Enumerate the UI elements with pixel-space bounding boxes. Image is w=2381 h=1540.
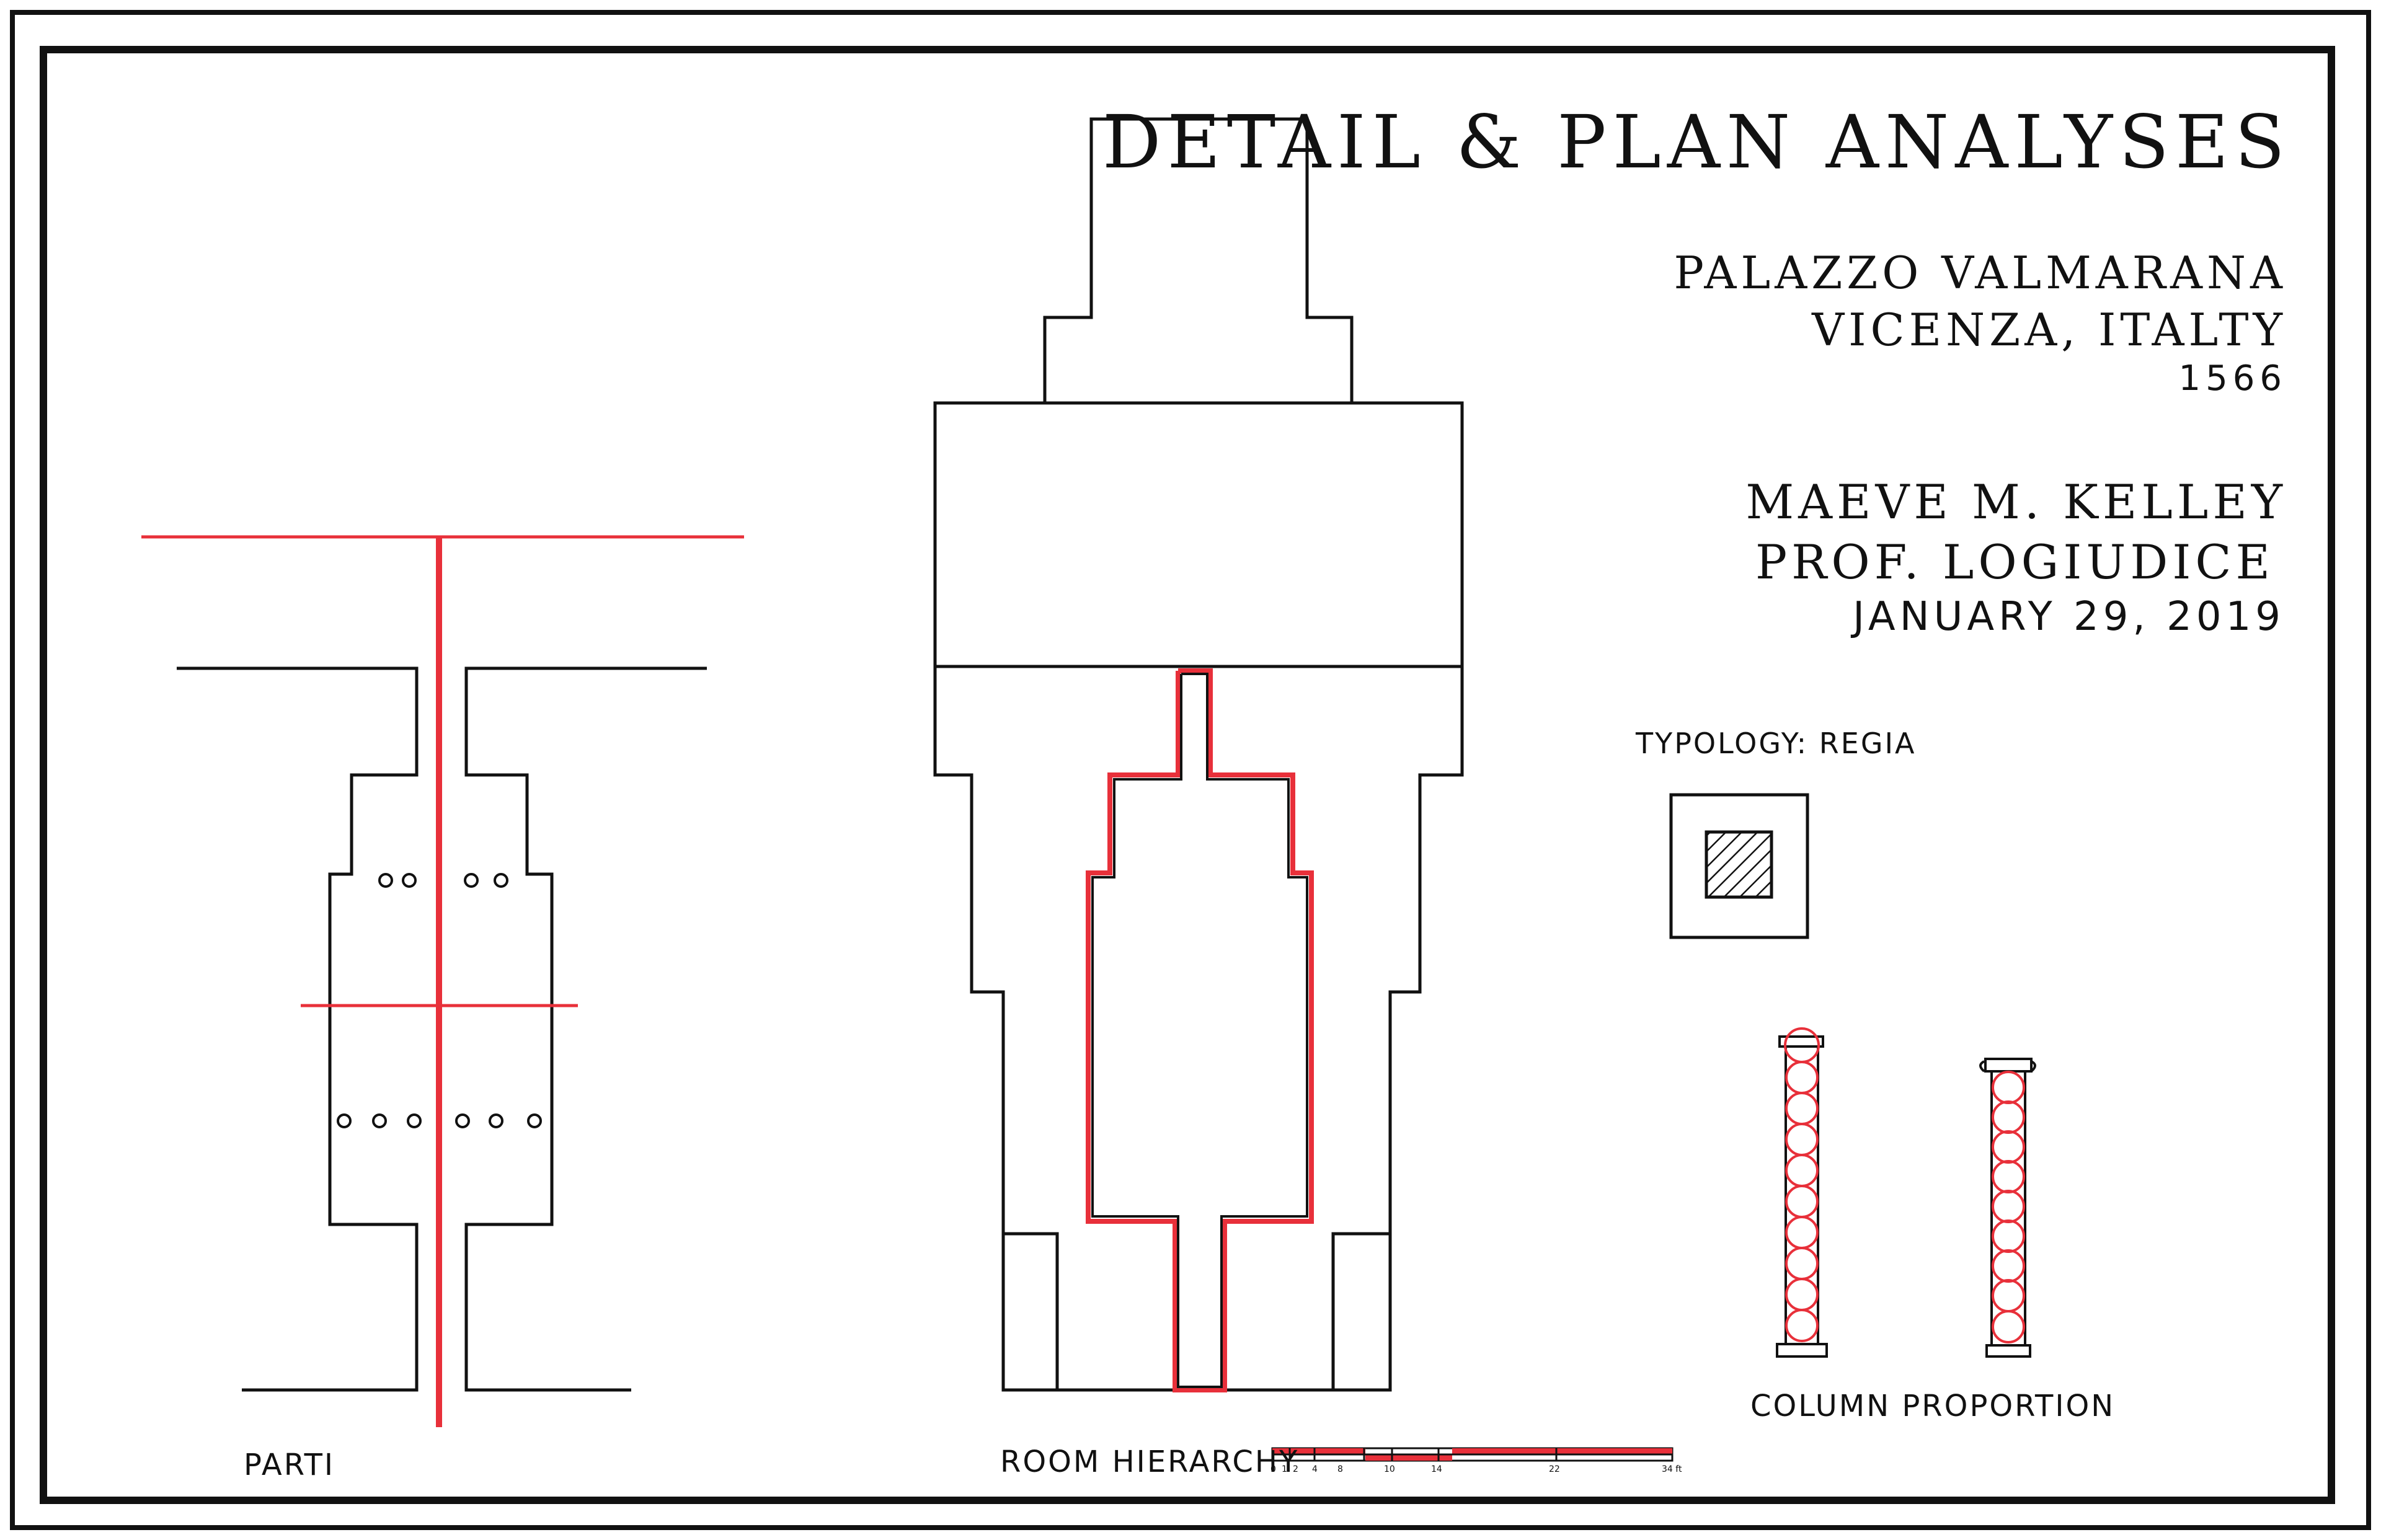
parti-diagram [177, 666, 707, 1392]
scale-tick-label: 22 [1549, 1464, 1560, 1474]
professor-name: PROF. LOGIUDICE [1755, 534, 2274, 590]
inner-border [40, 46, 2335, 1504]
main-hall-inner [1091, 673, 1308, 1388]
scale-tick-label: 34 ft [1662, 1464, 1682, 1474]
room-hierarchy-plan [933, 117, 1464, 1392]
building-name: PALAZZO VALMARANA [1674, 247, 2287, 299]
building-year: 1566 [2178, 358, 2287, 399]
building-location: VICENZA, ITALTY [1812, 304, 2287, 356]
parti-label: PARTI [244, 1448, 335, 1482]
typology-label: TYPOLOGY: REGIA [1636, 727, 1917, 760]
scale-tick-label: 14 [1431, 1464, 1442, 1474]
outer-border [10, 10, 2371, 1530]
room-hierarchy-label: ROOM HIERARCHY [1000, 1445, 1300, 1479]
scale-bar [1271, 1447, 1674, 1462]
scale-tick-label: 0 [1270, 1464, 1276, 1474]
main-hall-outline [1086, 668, 1314, 1392]
column-ionic [1979, 1058, 2036, 1358]
scale-tick-label: 8 [1337, 1464, 1343, 1474]
sheet-title: DETAIL & PLAN ANALYSES [1102, 99, 2291, 185]
scale-tick-label: 4 [1312, 1464, 1318, 1474]
column-proportion-label: COLUMN PROPORTION [1750, 1389, 2116, 1423]
parti-column-dots [337, 873, 542, 1128]
scale-tick-label: 10 [1384, 1464, 1395, 1474]
column-tuscan [1776, 1027, 1828, 1358]
parti-axes [141, 535, 744, 1427]
author-name: MAEVE M. KELLEY [1745, 474, 2287, 529]
sheet-date: JANUARY 29, 2019 [1853, 594, 2285, 640]
scale-tick-label: 2 [1293, 1464, 1298, 1474]
typology-symbol [1669, 793, 1809, 939]
scale-tick-label: 1 [1282, 1464, 1287, 1474]
